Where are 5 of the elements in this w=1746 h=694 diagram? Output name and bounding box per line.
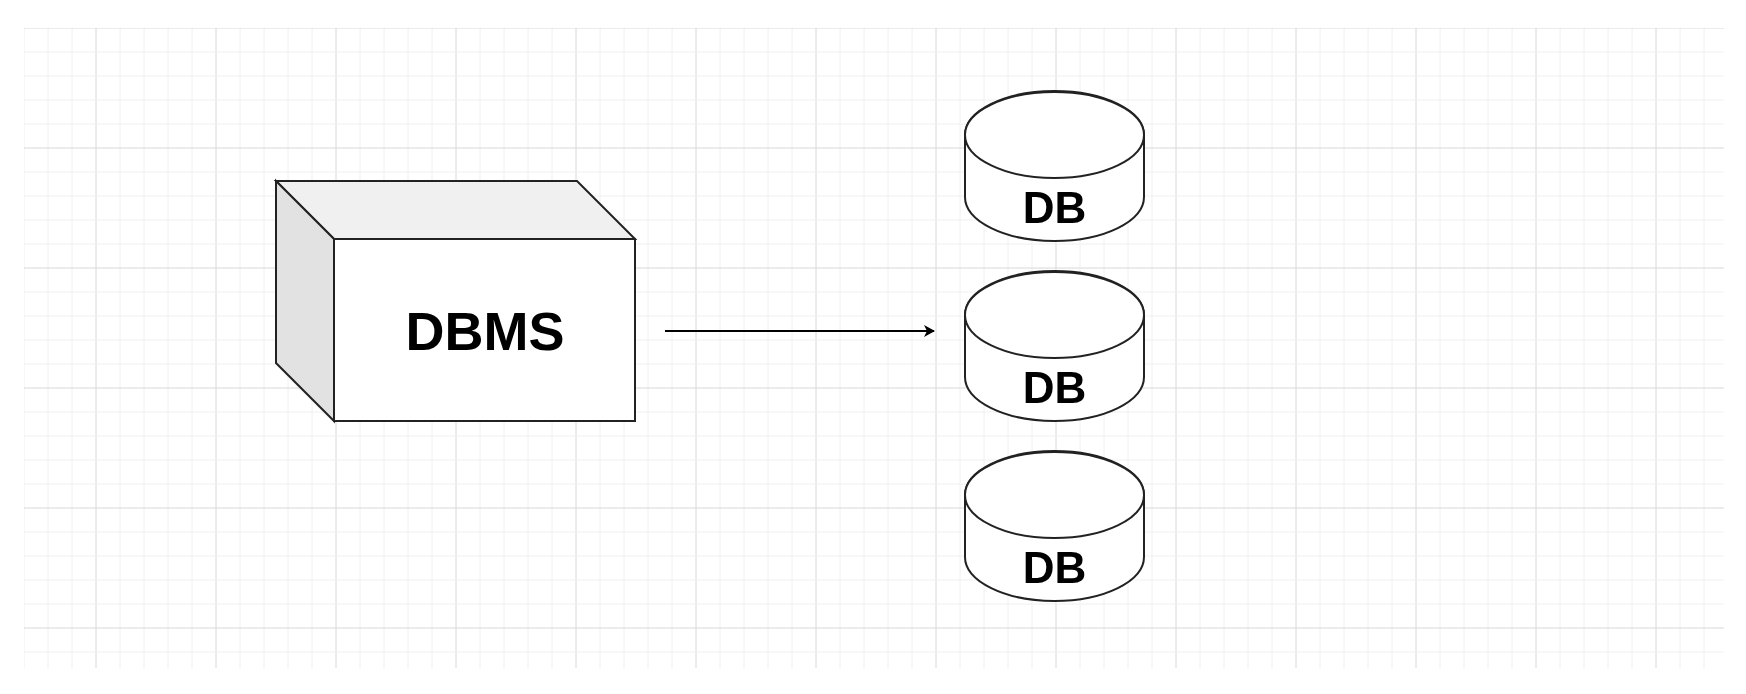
database-label: DB: [1022, 366, 1087, 410]
database-label: DB: [1022, 546, 1087, 590]
database-label: DB: [1022, 186, 1087, 230]
node-label: DBMS: [405, 303, 565, 358]
arrow: [664, 325, 935, 337]
